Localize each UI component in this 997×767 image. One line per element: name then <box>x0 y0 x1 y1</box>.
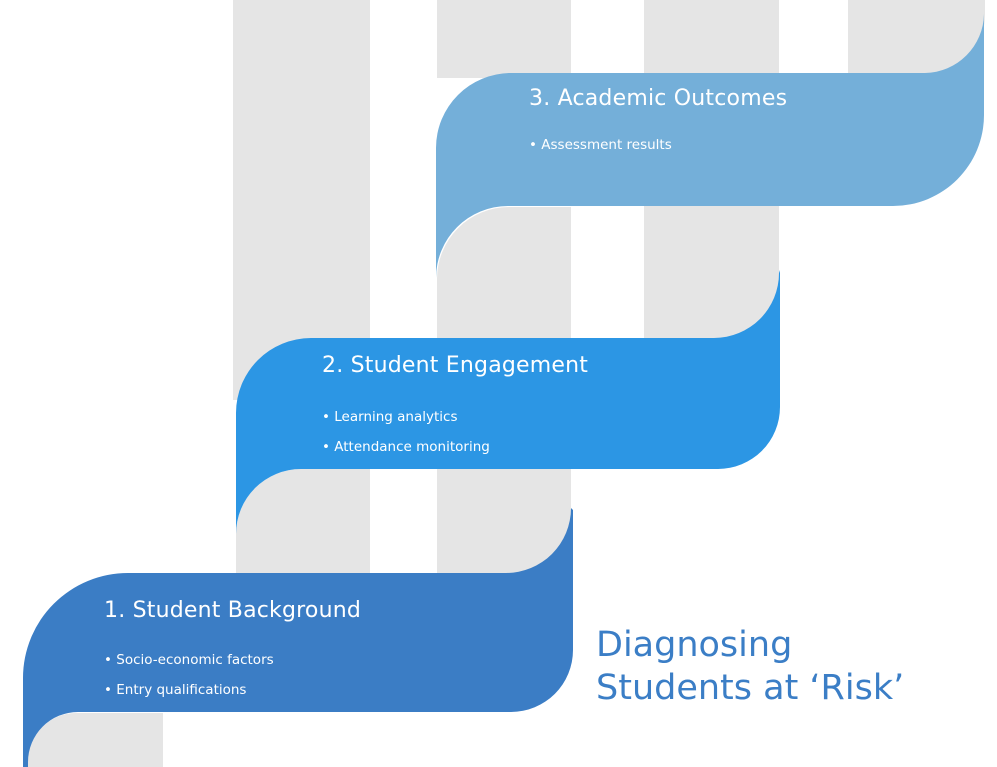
gray-bar-d-top <box>848 0 985 75</box>
slide-title: Diagnosing Students at ‘Risk’ <box>596 624 904 710</box>
gray-bar-a-lower <box>236 469 370 578</box>
banner-2-bullet-1: Learning analytics <box>322 410 588 425</box>
banner-1-heading: 1. Student Background <box>104 598 362 623</box>
banner-2-heading: 2. Student Engagement <box>322 353 589 378</box>
gray-bar-c-top <box>644 0 779 78</box>
banner-2-bullet-2: Attendance monitoring <box>322 440 588 455</box>
banner-2-bullet-list: Learning analytics Attendance monitoring <box>322 410 588 455</box>
banner-1-student-background: 1. Student Background Socio-economic fac… <box>104 598 361 713</box>
banner-1-bullet-2: Entry qualifications <box>104 683 361 698</box>
banner-1-bullet-list: Socio-economic factors Entry qualificati… <box>104 653 361 698</box>
banner-3-bullet-list: Assessment results <box>529 138 787 153</box>
gray-bar-c-middle <box>644 206 779 339</box>
ribbon-banner-2 <box>236 270 780 534</box>
slide-title-line-2: Students at ‘Risk’ <box>596 668 905 708</box>
banner-1-bullet-1: Socio-economic factors <box>104 653 361 668</box>
gray-bar-b-top <box>437 0 571 78</box>
gray-bar-bottom-left <box>28 713 163 767</box>
banner-3-bullet-1: Assessment results <box>529 138 787 153</box>
banner-3-heading: 3. Academic Outcomes <box>529 86 788 111</box>
banner-2-student-engagement: 2. Student Engagement Learning analytics… <box>322 353 588 470</box>
banner-3-academic-outcomes: 3. Academic Outcomes Assessment results <box>529 86 787 168</box>
ribbon-banner-1 <box>23 508 573 767</box>
slide-title-line-1: Diagnosing <box>596 625 793 665</box>
gray-bar-a-top <box>233 0 370 400</box>
